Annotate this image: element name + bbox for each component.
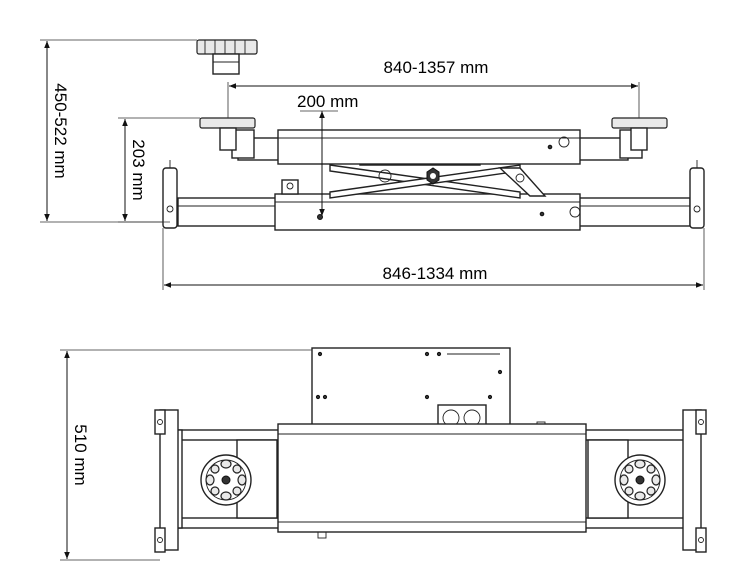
overall-height-dimension: 450-522 mm — [40, 39, 197, 223]
raised-lift-pad — [196, 39, 258, 75]
base-beam — [162, 160, 705, 231]
base-width-label: 846-1334 mm — [383, 264, 488, 283]
right-lift-pad — [614, 454, 666, 506]
upper-beam — [199, 117, 668, 165]
pad-span-label: 840-1357 mm — [384, 58, 489, 77]
base-width-dimension: 846-1334 mm — [162, 228, 705, 290]
jack-travel-dimension: 200 mm — [297, 92, 358, 216]
rear-plate — [311, 347, 546, 433]
left-lift-pad — [200, 454, 252, 506]
top-view: 510 mm — [60, 347, 707, 561]
pad-span-dimension: 840-1357 mm — [227, 58, 640, 118]
collapsed-height-dimension: 203 mm — [118, 117, 200, 223]
main-body — [277, 423, 587, 539]
collapsed-height-label: 203 mm — [129, 139, 148, 200]
depth-label: 510 mm — [71, 424, 90, 485]
depth-dimension: 510 mm — [60, 349, 312, 561]
side-view: 450-522 mm 203 mm 840-1357 mm 200 mm — [40, 39, 705, 290]
jack-travel-label: 200 mm — [297, 92, 358, 111]
overall-height-label: 450-522 mm — [51, 83, 70, 178]
